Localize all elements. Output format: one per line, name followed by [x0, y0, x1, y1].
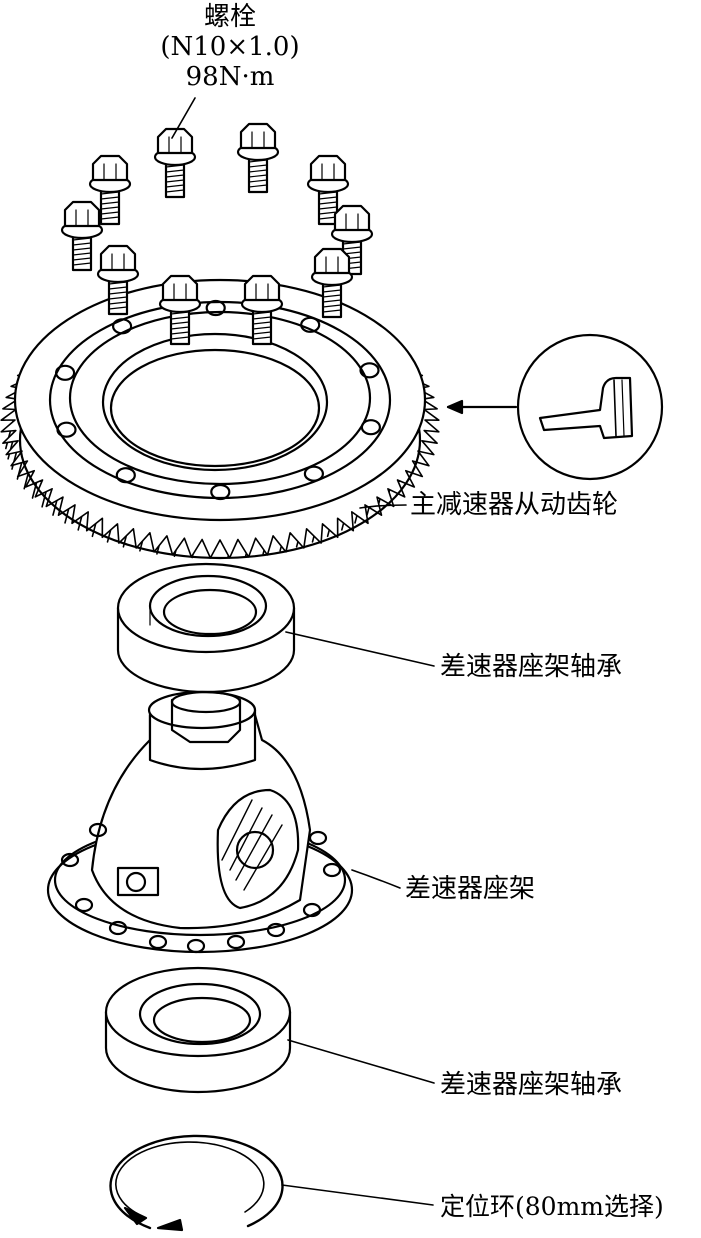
- flange-hole: [74, 897, 94, 913]
- bolt: [236, 122, 280, 194]
- flange-hole: [226, 934, 246, 950]
- ring-gear-bolt-holes: [54, 299, 381, 501]
- bolt-hole: [115, 467, 136, 484]
- flange-hole: [60, 852, 80, 868]
- flange-hole: [302, 902, 322, 918]
- bolt-hole: [303, 465, 324, 482]
- bolt: [158, 274, 202, 346]
- bolt-hole: [56, 421, 77, 438]
- bolt: [306, 154, 350, 226]
- flange-hole: [186, 938, 206, 954]
- carrier-bearing-upper: [116, 562, 296, 694]
- carrier-flange-holes: [60, 822, 342, 954]
- bolt-name-label: 螺栓: [203, 2, 256, 32]
- bolt-set: [60, 122, 374, 346]
- bolt-torque-label: 98N·m: [185, 62, 275, 92]
- leader-lines: [171, 97, 435, 1206]
- bolt: [310, 247, 354, 319]
- flange-hole: [108, 920, 128, 936]
- bolt-hole: [210, 483, 231, 501]
- flange-hole: [322, 862, 342, 878]
- ring-gear-label: 主减速器从动齿轮: [410, 490, 619, 520]
- carrier-bearing-upper-label: 差速器座架轴承: [440, 652, 623, 682]
- bolt-spec-label: (N10×1.0): [160, 32, 300, 62]
- differential-carrier: [46, 690, 354, 954]
- ring-gear: [0, 278, 440, 560]
- bolt: [60, 200, 104, 272]
- bolt-hole: [205, 299, 226, 317]
- bolt: [96, 244, 140, 316]
- differential-carrier-label: 差速器座架: [405, 874, 536, 904]
- bolt-hole: [359, 362, 380, 379]
- bolt-hole: [54, 364, 76, 381]
- bolt-hole: [300, 316, 321, 333]
- bolt-hole: [111, 318, 133, 335]
- carrier-bearing-lower-label: 差速器座架轴承: [440, 1070, 623, 1100]
- snap-ring: [109, 1134, 284, 1232]
- bolt: [240, 274, 284, 346]
- flange-hole: [266, 922, 286, 938]
- flange-hole: [308, 830, 328, 846]
- carrier-bearing-lower: [104, 966, 292, 1094]
- bolt-hole: [360, 419, 381, 436]
- flange-hole: [88, 822, 108, 838]
- snap-ring-label: 定位环(80mm选择): [440, 1192, 664, 1221]
- flange-hole: [148, 934, 168, 950]
- bolt: [88, 154, 132, 226]
- detail-callout: [446, 333, 664, 481]
- bolt: [153, 127, 197, 199]
